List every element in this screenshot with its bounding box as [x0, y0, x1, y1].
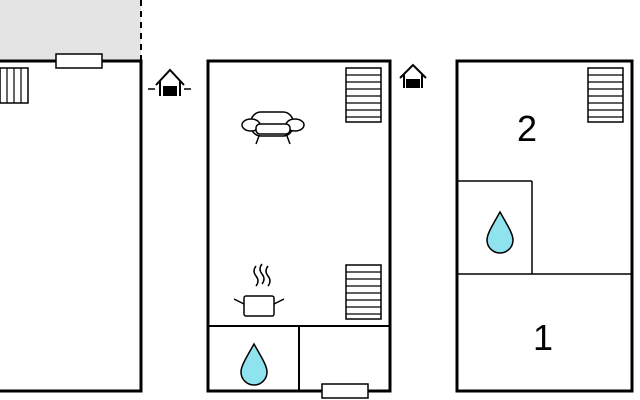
stairs-icon [345, 264, 382, 320]
entrance-icon [148, 68, 191, 96]
floor-plan-second: 2 1 [455, 59, 634, 393]
outer-wall [455, 59, 634, 393]
stairs-icon [0, 67, 29, 104]
bathroom-icon [486, 210, 514, 254]
floor-plan-first [206, 59, 392, 399]
stairs-icon [345, 67, 382, 123]
window-icon [55, 53, 103, 69]
entrance-icon [399, 63, 427, 88]
kitchen-icon [233, 263, 285, 317]
terrace-area [0, 0, 141, 61]
sofa-icon [241, 111, 305, 145]
bathroom-icon [240, 342, 268, 386]
stairs-icon [587, 67, 624, 123]
outer-wall [0, 59, 143, 393]
window-icon [321, 383, 369, 399]
floor-plan-ground [0, 0, 143, 393]
room-label-1: 1 [533, 317, 553, 358]
room-label-2: 2 [517, 108, 537, 149]
